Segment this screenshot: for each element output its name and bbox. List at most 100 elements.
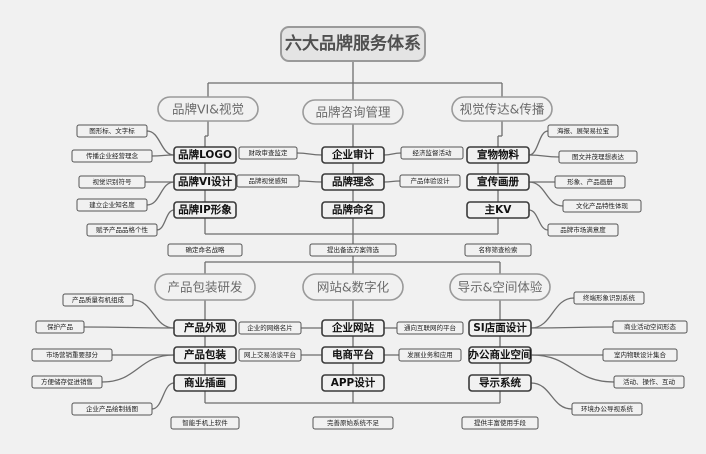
leaf-node-2-1-1-box (562, 199, 642, 213)
item-node-0-0: 品牌LOGO (173, 146, 237, 164)
item-node-4-1: 电商平台 (321, 346, 385, 364)
item-node-0-0-label: 品牌LOGO (178, 148, 232, 161)
item-node-2-1: 宣传画册 (466, 173, 530, 191)
leaf-node-1-1-0-box (236, 174, 300, 188)
category-node-3-box (154, 273, 256, 301)
category-node-1-label: 品牌咨询管理 (315, 105, 391, 120)
leaf-link-1-1-1 (383, 180, 401, 183)
leaf-link-1-0-1 (383, 152, 402, 156)
leaf-node-0-1-0-box (78, 175, 146, 189)
leaf-node-5-0-1-label: 商业活动空间形态 (624, 322, 677, 331)
leaf-link-5-0-1 (530, 326, 614, 329)
category-node-2-box (451, 96, 553, 122)
item-node-3-0-label: 产品外观 (184, 321, 226, 334)
leaf-link-1-0-0 (296, 152, 323, 156)
category-node-5-label: 导示&空间体验 (458, 280, 543, 295)
bottom-leaf-0-label: 确定命名战略 (186, 245, 226, 254)
leaf-node-0-0-1-label: 传播企业经营理念 (86, 151, 139, 160)
title-node-box (280, 26, 426, 62)
leaf-node-3-0-1: 保护产品 (35, 320, 85, 334)
item-node-0-2: 品牌IP形象 (173, 201, 237, 219)
leaf-link-3-0-0 (132, 299, 175, 329)
leaf-link-0-0-0 (146, 130, 175, 156)
item-node-5-0-box (468, 319, 532, 337)
leaf-node-0-0-0: 图形标、文字标 (76, 124, 148, 138)
leaf-node-3-0-1-label: 保护产品 (47, 322, 73, 331)
leaf-node-4-1-0-box (238, 348, 302, 362)
category-node-0: 品牌VI&视觉 (157, 96, 259, 122)
item-node-1-0-label: 企业审计 (331, 148, 374, 161)
leaf-node-2-0-0-box (547, 124, 619, 138)
bottom-leaf-1: 提出备选方案筛选 (309, 243, 397, 257)
item-node-3-1: 产品包装 (173, 346, 237, 364)
leaf-link-2-0-0 (528, 130, 549, 156)
leaf-node-0-0-1: 传播企业经营理念 (71, 149, 153, 163)
item-node-3-1-box (173, 346, 237, 364)
bottom-leaf-5-label: 提供丰富使用手段 (474, 418, 527, 427)
leaf-node-5-0-0-label: 终端形象识别系统 (583, 293, 636, 302)
item-node-0-1-box (173, 173, 237, 191)
leaf-node-0-1-1-box (76, 198, 148, 212)
item-node-3-0-box (173, 319, 237, 337)
leaf-node-4-0-1-label: 通向互联网的平台 (404, 323, 456, 332)
category-node-1-box (302, 99, 404, 125)
bottom-leaf-3-label: 智能手机上软件 (182, 418, 228, 427)
leaf-link-3-2-0 (151, 382, 175, 410)
leaf-node-4-0-1-box (396, 321, 464, 335)
item-node-4-2: APP设计 (321, 374, 385, 392)
item-node-2-1-label: 宣传画册 (477, 175, 519, 188)
leaf-node-0-1-1: 建立企业知名度 (76, 198, 148, 212)
item-node-3-1-label: 产品包装 (184, 348, 226, 361)
item-node-4-1-label: 电商平台 (332, 348, 374, 361)
leaf-node-0-2-0: 赋予产品品格个性 (86, 223, 158, 237)
item-node-2-0-label: 宣物物料 (477, 148, 519, 161)
leaf-node-0-0-0-box (76, 124, 148, 138)
item-node-2-0: 宣物物料 (466, 146, 530, 164)
leaf-link-2-0-1 (528, 154, 560, 158)
item-node-5-1-label: 办公商业空间 (469, 348, 532, 361)
bottom-leaf-5: 提供丰富使用手段 (461, 416, 539, 430)
item-node-1-1-box (321, 173, 385, 191)
leaf-node-1-0-1: 经济监督活动 (400, 146, 464, 160)
leaf-node-0-0-1-box (71, 149, 153, 163)
leaf-node-5-2-0-label: 环境办公导视系统 (581, 404, 634, 413)
leaf-node-3-1-1-box (31, 375, 103, 389)
leaf-node-5-0-0-box (573, 291, 645, 305)
item-node-4-0: 企业网站 (321, 319, 385, 337)
leaf-link-1-1-0 (298, 180, 323, 183)
category-node-4-label: 网站&数字化 (317, 280, 390, 295)
leaf-node-2-1-0-label: 形象、产品画册 (567, 177, 613, 186)
bottom-leaf-5-box (461, 416, 539, 430)
leaf-node-2-1-1-label: 文化产品特性体现 (576, 201, 629, 210)
leaf-link-3-0-1 (83, 326, 175, 329)
item-node-1-1-label: 品牌理念 (332, 175, 374, 188)
category-node-5-box (449, 273, 551, 301)
item-node-0-2-box (173, 201, 237, 219)
leaf-node-1-1-0-label: 品牌视觉感知 (249, 176, 288, 185)
leaf-node-2-2-0-box (547, 223, 619, 237)
item-node-1-0: 企业审计 (321, 146, 385, 164)
bottom-leaf-2: 名称筛查检索 (464, 243, 532, 257)
leaf-node-2-0-0-label: 海报、展架易拉宝 (557, 126, 610, 135)
leaf-node-3-1-1: 方便储存促进销售 (31, 375, 103, 389)
leaf-node-4-0-0: 企业的网络名片 (238, 321, 302, 335)
bottom-leaf-1-box (309, 243, 397, 257)
leaf-node-4-1-1-label: 发展业务和应用 (407, 350, 453, 359)
leaf-node-4-0-0-label: 企业的网络名片 (247, 323, 293, 332)
bottom-leaf-2-box (464, 243, 532, 257)
leaf-link-5-2-0 (530, 382, 573, 410)
category-node-0-box (157, 96, 259, 122)
leaf-node-2-1-0-box (554, 175, 626, 189)
item-node-1-2-box (321, 201, 385, 219)
leaf-link-5-1-1 (530, 354, 615, 383)
bottom-leaf-3-box (170, 416, 240, 430)
item-node-0-1-label: 品牌VI设计 (178, 175, 233, 188)
leaf-node-1-1-1-box (399, 174, 461, 188)
leaf-node-3-1-0-box (31, 348, 113, 362)
connector-lines (83, 61, 615, 410)
title-node-label: 六大品牌服务体系 (285, 33, 421, 54)
item-node-2-2-box (466, 201, 530, 219)
title-node: 六大品牌服务体系 (280, 26, 426, 62)
